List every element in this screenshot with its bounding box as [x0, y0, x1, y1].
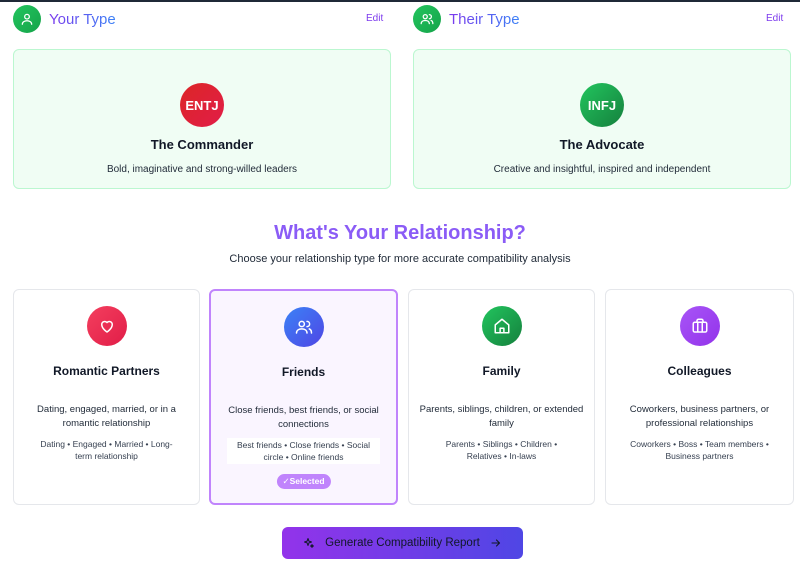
option-description: Coworkers, business partners, or profess… [629, 404, 770, 429]
your-type-card[interactable]: ENTJ The Commander Bold, imaginative and… [13, 49, 391, 189]
heart-icon [86, 306, 127, 346]
relationship-option-friends[interactable]: Friends Close friends, best friends, or … [209, 289, 398, 505]
their-type-title: Their Type [449, 10, 520, 28]
your-type-title: Your Type [49, 10, 116, 28]
option-title: Colleagues [667, 364, 732, 378]
your-type-edit-link[interactable]: Edit [366, 13, 384, 24]
option-tags: Dating • Engaged • Married • Long-term r… [40, 439, 173, 461]
selected-badge: ✓Selected [276, 474, 331, 489]
sparkles-icon [304, 538, 315, 548]
relationship-option-colleagues[interactable]: Colleagues Coworkers, business partners,… [605, 289, 794, 505]
option-description: Parents, siblings, children, or extended… [419, 404, 584, 429]
their-type-card[interactable]: INFJ The Advocate Creative and insightfu… [413, 49, 791, 189]
briefcase-icon [679, 306, 720, 346]
your-type-code: ENTJ [185, 97, 219, 113]
your-type-code-badge: ENTJ [180, 83, 224, 127]
their-type-code-badge: INFJ [580, 83, 624, 127]
user-icon [13, 5, 41, 33]
users-icon [283, 307, 324, 347]
generate-report-label: Generate Compatibility Report [325, 537, 480, 549]
option-tags: Best friends • Close friends • Social ci… [227, 438, 380, 464]
their-type-description: Creative and insightful, inspired and in… [493, 164, 711, 175]
your-type-description: Bold, imaginative and strong-willed lead… [106, 164, 298, 175]
users-icon [413, 5, 441, 33]
top-border [0, 0, 800, 2]
option-title: Romantic Partners [53, 364, 160, 378]
relationship-option-romantic[interactable]: Romantic Partners Dating, engaged, marri… [13, 289, 200, 505]
their-type-edit-link[interactable]: Edit [766, 13, 784, 24]
option-description: Dating, engaged, married, or in a romant… [37, 404, 176, 429]
option-description: Close friends, best friends, or social c… [228, 405, 379, 430]
option-tags: Coworkers • Boss • Team members • Busine… [630, 439, 769, 461]
your-type-name: The Commander [150, 137, 254, 152]
option-title: Friends [281, 365, 326, 379]
generate-report-button[interactable]: Generate Compatibility Report [282, 527, 523, 559]
arrow-right-icon [491, 539, 500, 547]
relationship-section-title: What's Your Relationship? [274, 222, 526, 244]
their-type-name: The Advocate [559, 137, 645, 152]
option-tags: Parents • Siblings • Children • Relative… [445, 439, 558, 461]
your-type-header: Your Type [13, 5, 116, 33]
home-icon [481, 306, 522, 346]
relationship-section-subtitle: Choose your relationship type for more a… [229, 253, 571, 265]
their-type-code: INFJ [587, 97, 617, 113]
relationship-option-family[interactable]: Family Parents, siblings, children, or e… [408, 289, 595, 505]
their-type-header: Their Type [413, 5, 520, 33]
option-title: Family [482, 364, 521, 378]
